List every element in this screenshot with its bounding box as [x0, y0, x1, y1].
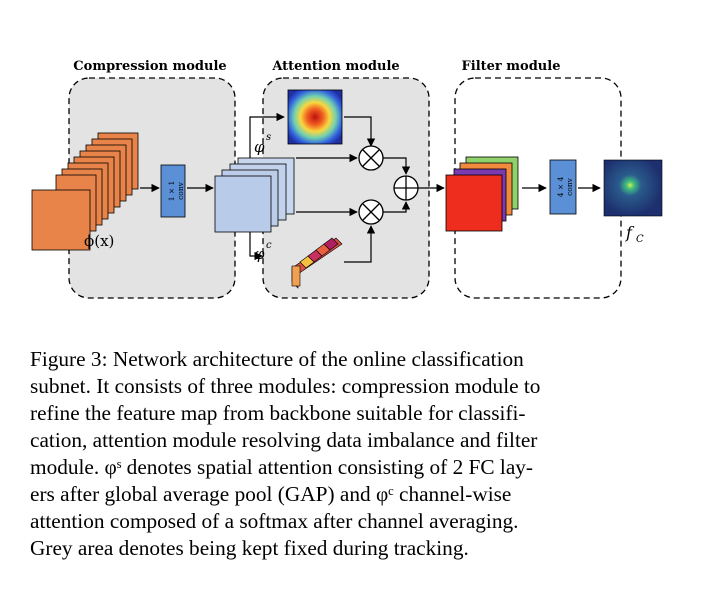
conv-1x1-sub-label: conv	[176, 181, 185, 200]
output-label: f	[625, 223, 635, 242]
filter-feature-stack	[445, 156, 519, 232]
arrow-channel-to-multiply	[344, 225, 376, 263]
network-diagram: Compression module Attention module Filt…	[31, 59, 663, 299]
compressed-feature-stack	[214, 157, 295, 233]
caption-line: ers after global average pool (GAP) and …	[30, 482, 512, 506]
caption-line: refine the feature map from backbone sui…	[30, 401, 526, 425]
caption-line: subnet. It consists of three modules: co…	[30, 374, 541, 398]
caption-line: cation, attention module resolving data …	[30, 428, 538, 452]
arrow-lower-to-add	[383, 201, 411, 213]
input-feature-label: ϕ(x)	[84, 232, 114, 250]
arrow-to-channel-attention	[249, 232, 263, 261]
output-response-map	[603, 159, 663, 217]
caption-line: Grey area denotes being kept fixed durin…	[30, 536, 469, 560]
caption-line: Figure 3: Network architecture of the on…	[30, 347, 524, 371]
channel-attention-label: φ	[254, 245, 265, 263]
caption-line: attention composed of a softmax after ch…	[30, 509, 519, 533]
conv-4x4-label: 4 × 4	[556, 176, 565, 197]
lower-multiply-node	[358, 199, 384, 225]
input-feature-stack	[31, 132, 139, 251]
channel-attention-sup: c	[266, 240, 272, 251]
spatial-attention-label: φ	[254, 138, 265, 156]
spatial-attention-sup: s	[266, 132, 271, 143]
conv-1x1-label: 1 × 1	[167, 181, 176, 202]
upper-multiply-node	[358, 145, 384, 171]
figure-caption: Figure 3: Network architecture of the on…	[30, 346, 675, 562]
add-node	[393, 175, 419, 201]
arrow-upper-to-add	[383, 157, 411, 175]
caption-line: module. φˢ denotes spatial attention con…	[30, 455, 534, 479]
attention-module-title: Attention module	[271, 59, 399, 74]
arrow-to-spatial-attention	[249, 112, 285, 158]
conv-4x4-block	[549, 159, 577, 215]
arrow-spatial-to-multiply	[344, 116, 376, 147]
spatial-attention-map	[287, 89, 343, 145]
filter-module-title: Filter module	[462, 59, 561, 74]
channel-attention-vector	[291, 237, 343, 289]
output-label-sub: C	[636, 234, 644, 245]
compression-module-title: Compression module	[73, 59, 226, 74]
conv-4x4-sub-label: conv	[565, 177, 574, 196]
conv-1x1-block	[160, 164, 186, 218]
